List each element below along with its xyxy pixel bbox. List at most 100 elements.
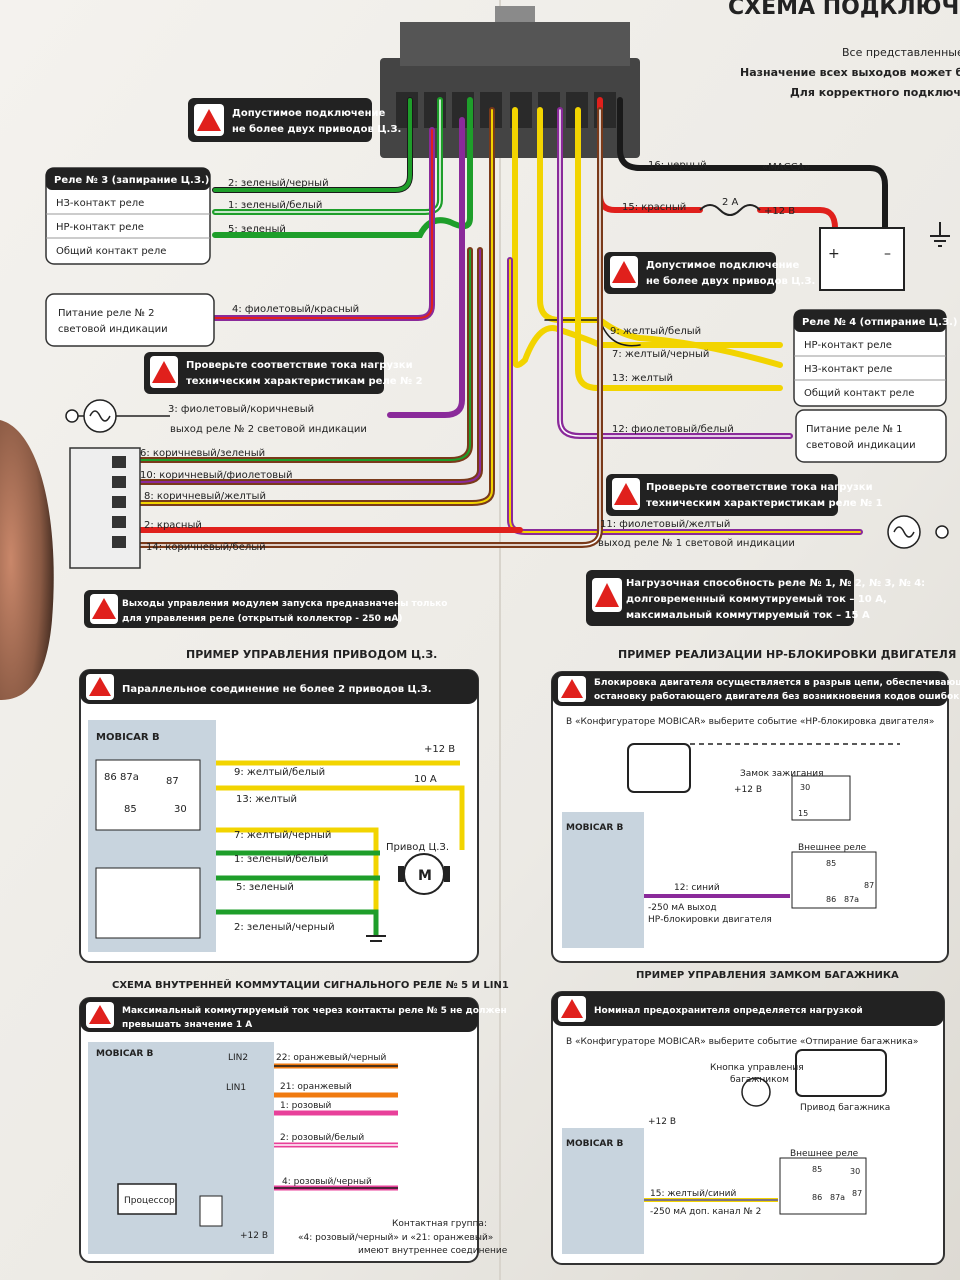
warning-3-line1: Проверьте соответствие тока нагрузки — [186, 360, 413, 371]
relay3-title: Реле № 3 (запирание Ц.З.) — [54, 175, 209, 186]
header-sub1: Все представленные схе — [842, 46, 960, 59]
wire-label-2: 2: зеленый/черный — [228, 178, 329, 189]
warning-box-2 — [604, 252, 776, 294]
trunk-button-line2: багажником — [730, 1075, 789, 1085]
warning-3-line2: техническим характеристикам реле № 2 — [186, 376, 423, 387]
cz-c87a: 87a — [120, 772, 139, 783]
wire-label-3: 3: фиолетовый/коричневый — [168, 404, 314, 415]
relay2-power-line1: Питание реле № 2 — [58, 308, 155, 319]
svg-text:+: + — [828, 246, 840, 262]
relay3-row-common: Общий контакт реле — [56, 246, 166, 257]
lamp-icon-left — [65, 399, 170, 433]
relay5-warning-line1: Максимальный коммутируемый ток через кон… — [122, 1006, 507, 1016]
cz-w9: 9: желтый/белый — [234, 767, 325, 778]
wire-label-4: 4: фиолетовый/красный — [232, 304, 359, 315]
relay2-power-line2: световой индикации — [58, 324, 168, 335]
relay5-w4: 4: розовый/черный — [282, 1177, 372, 1187]
nr-c87a: 87a — [844, 895, 859, 904]
cz-warning: Параллельное соединение не более 2 приво… — [122, 683, 432, 695]
relay5-panel — [79, 997, 479, 1263]
trunk-c30: 30 — [850, 1167, 860, 1176]
cz-module-label: MOBICAR B — [96, 732, 160, 743]
wire-label-8: 8: коричневый/желтый — [144, 491, 266, 502]
relay5-w1: 1: розовый — [280, 1101, 332, 1111]
motor-icon — [398, 853, 450, 895]
relay4-row-nc: НЗ-контакт реле — [804, 364, 892, 375]
relay5-plus12: +12 В — [240, 1231, 268, 1241]
wires-upper — [132, 97, 888, 548]
wire-label-3-desc: выход реле № 2 световой индикации — [170, 424, 367, 435]
wire-label-5: 5: зеленый — [228, 224, 286, 235]
nr-c30: 30 — [800, 783, 810, 792]
nr-c85: 85 — [826, 859, 836, 868]
fuse-label: 2 А — [722, 197, 739, 208]
warning-1-line1: Допустимое подключение — [232, 108, 385, 119]
lamp-icon-right — [887, 515, 949, 549]
wire-label-6: 6: коричневый/зеленый — [140, 448, 265, 459]
relay5-cpu: Процессор — [124, 1196, 175, 1206]
cz-section-title: ПРИМЕР УПРАВЛЕНИЯ ПРИВОДОМ Ц.З. — [186, 648, 437, 661]
relay5-note-2: «4: розовый/черный» и «21: оранжевый» — [298, 1233, 493, 1243]
cz-w1: 1: зеленый/белый — [234, 854, 328, 865]
relay4-box — [793, 309, 947, 407]
relay5-note-3: имеют внутреннее соединение — [358, 1246, 508, 1256]
wire-label-1: 1: зеленый/белый — [228, 200, 322, 211]
relay5-lin2: LIN2 — [228, 1053, 248, 1063]
trunk-button-line1: Кнопка управления — [710, 1063, 804, 1073]
warning-5-line1: Нагрузочная способность реле № 1, № 2, №… — [626, 577, 925, 589]
warning-4-line1: Проверьте соответствие тока нагрузки — [646, 482, 873, 493]
relay3-row-nc: НЗ-контакт реле — [56, 198, 144, 209]
trunk-c87: 87 — [852, 1189, 862, 1198]
cz-plus12: +12 В — [424, 744, 455, 755]
trunk-warning: Номинал предохранителя определяется нагр… — [594, 1006, 863, 1016]
relay4-row-common: Общий контакт реле — [804, 388, 914, 399]
cz-fuse: 10 А — [414, 774, 437, 785]
trunk-drive: Привод багажника — [800, 1103, 890, 1113]
trunk-c86: 86 — [812, 1193, 822, 1202]
trunk-w15: 15: желтый/синий — [650, 1189, 737, 1199]
trunk-module: MOBICAR B — [566, 1139, 623, 1149]
cz-actuator: Привод Ц.З. — [386, 842, 449, 853]
warning-5-line3: максимальный коммутируемый ток – 15 А — [626, 610, 870, 621]
wire-label-15: 15: красный — [622, 202, 686, 213]
relay3-row-no: НР-контакт реле — [56, 222, 144, 233]
nr-plus12: +12 В — [734, 785, 762, 795]
motor-label: M — [418, 868, 432, 884]
nr-example-panel — [551, 671, 949, 963]
relay3-box — [45, 167, 211, 265]
relay1-power-line1: Питание реле № 1 — [806, 424, 903, 435]
warning-box-5 — [586, 570, 854, 626]
fuse-2a — [699, 204, 761, 216]
nr-ext-relay: Внешнее реле — [798, 843, 867, 853]
wire-label-7: 7: желтый/черный — [612, 349, 709, 360]
relay5-wires — [274, 1063, 398, 1191]
header-sub2: Назначение всех выходов может быть изм — [740, 66, 960, 79]
plus12-label: +12 В — [764, 206, 795, 217]
relay5-w22: 22: оранжевый/черный — [276, 1053, 386, 1063]
relay5-section-title: СХЕМА ВНУТРЕННЕЙ КОММУТАЦИИ СИГНАЛЬНОГО … — [112, 978, 509, 991]
cz-c85: 85 — [124, 804, 137, 815]
trunk-section-title: ПРИМЕР УПРАВЛЕНИЯ ЗАМКОМ БАГАЖНИКА — [636, 970, 899, 981]
cz-w13: 13: желтый — [236, 794, 297, 805]
nr-c86: 86 — [826, 895, 836, 904]
wire-label-9: 9: желтый/белый — [610, 326, 701, 337]
ground-icon — [930, 222, 950, 247]
main-connector — [380, 6, 640, 158]
relay5-lin1: LIN1 — [226, 1083, 246, 1093]
warning-box-6 — [84, 590, 398, 628]
wire-label-16: 16: черный — [648, 160, 707, 171]
warning-2-line1: Допустимое подключение — [646, 260, 799, 271]
battery-icon: + – — [819, 227, 905, 291]
svg-text:–: – — [884, 246, 891, 262]
warning-box-4 — [606, 474, 838, 516]
relay1-power-box — [795, 409, 947, 463]
wire-label-13: 13: желтый — [612, 373, 673, 384]
nr-warning-line1: Блокировка двигателя осуществляется в ра… — [594, 677, 960, 688]
nr-c87: 87 — [864, 881, 874, 890]
trunk-panel — [551, 991, 945, 1265]
trunk-c87a: 87a — [830, 1193, 845, 1202]
relay1-power-line2: световой индикации — [806, 440, 916, 451]
warning-5-line2: долговременный коммутируемый ток – 10 А, — [626, 594, 887, 605]
relay4-row-no: НР-контакт реле — [804, 340, 892, 351]
warning-4-line2: техническим характеристикам реле № 1 — [646, 498, 883, 509]
